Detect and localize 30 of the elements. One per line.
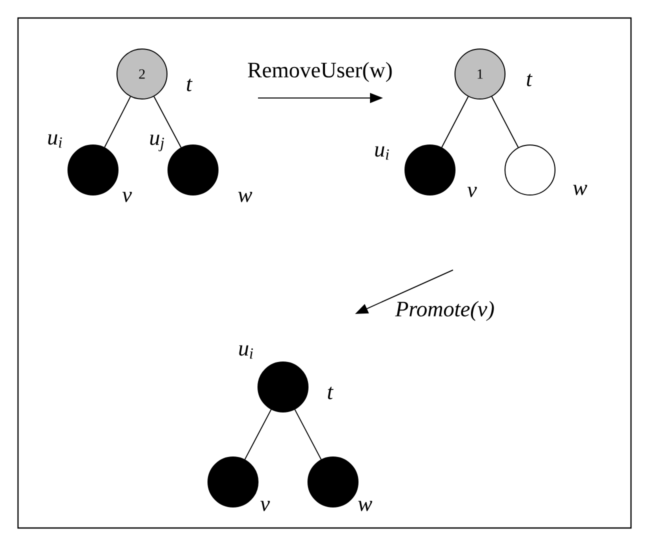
node-label: t: [328, 386, 334, 400]
tree-edge: [294, 409, 322, 460]
operation-label: Promote(v): [395, 301, 494, 321]
node-label: u$_{i}$: [239, 345, 253, 359]
tree-node: 1: [454, 48, 506, 100]
node-label: v: [122, 192, 132, 202]
tree-edge: [153, 96, 182, 148]
node-label: v: [467, 186, 477, 198]
tree-edge: [491, 96, 519, 148]
tree-node: [308, 456, 358, 508]
node-label: t: [526, 74, 532, 86]
tree-node: 2: [116, 48, 168, 100]
node-label: v: [260, 500, 270, 512]
node-label: w: [358, 500, 372, 512]
tree-edge: [104, 96, 131, 148]
tree-node: [168, 144, 218, 196]
node-label: u$_{i}$: [375, 146, 389, 160]
operation-label: RemoveUser(w): [248, 62, 392, 82]
tree-edge: [441, 96, 469, 148]
tree-node: [208, 456, 258, 508]
tree-node: [68, 144, 118, 196]
tree-edge: [244, 409, 272, 460]
node-label: u$_{i}$: [48, 134, 62, 148]
tree-node: [258, 362, 308, 412]
node-label: w: [238, 192, 252, 202]
node-label: u$_{j}$: [150, 134, 164, 152]
tree-node: [404, 144, 456, 196]
node-label: t: [186, 78, 192, 92]
node-label: w: [573, 184, 588, 196]
tree-node: [504, 144, 556, 196]
